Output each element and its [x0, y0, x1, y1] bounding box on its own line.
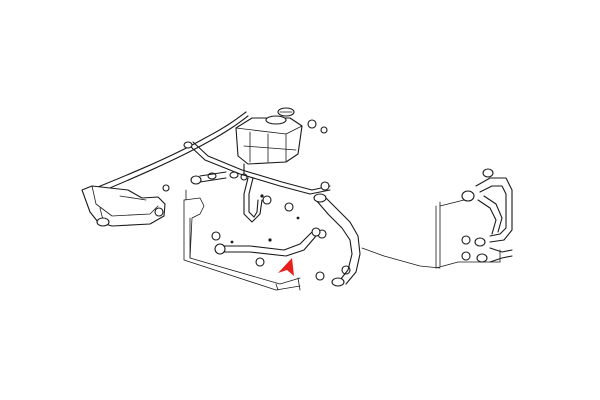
- washer-reservoir: [81, 184, 170, 227]
- lower-radiator-hose: [214, 227, 321, 257]
- expansion-tank: [235, 107, 328, 181]
- radiator: [183, 189, 301, 291]
- heater-hoses: [475, 168, 513, 263]
- tank-drop-hose: [243, 177, 272, 223]
- red-pointer-arrow: [278, 258, 294, 276]
- overflow-line: [87, 111, 249, 197]
- heater-connection-line: [361, 247, 441, 269]
- heater-core: [435, 190, 501, 269]
- upper-bleed-hose: [183, 141, 331, 195]
- fasteners: [230, 194, 300, 244]
- main-coolant-hose: [313, 193, 361, 287]
